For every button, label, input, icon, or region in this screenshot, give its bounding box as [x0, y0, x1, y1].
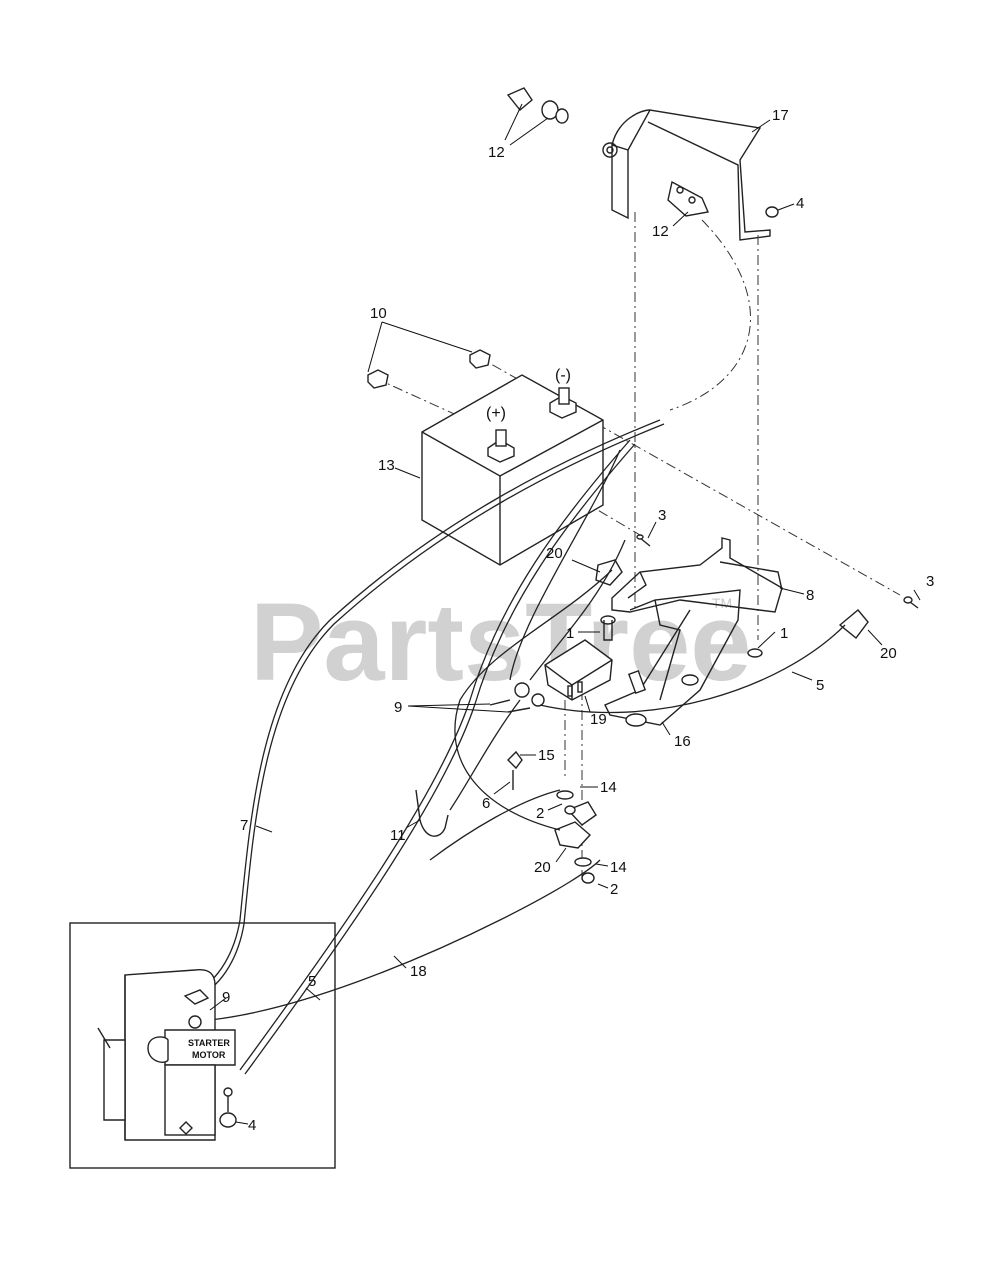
callout-14-lower: 14	[610, 859, 627, 876]
callout-19: 19	[590, 711, 607, 728]
callout-11: 11	[390, 827, 406, 844]
callout-4-top: 4	[796, 195, 804, 212]
carriage-bolts	[600, 615, 763, 658]
callout-numbers: 12 17 4 12 10 13 3 20 8 3 1 1 20 5 9 19 …	[222, 107, 934, 1134]
relay-module	[544, 639, 613, 701]
watermark-text: PartsTree	[250, 581, 751, 704]
callout-1-right: 1	[780, 625, 788, 642]
starter-motor-inset: STARTER MOTOR	[69, 922, 336, 1169]
callout-13: 13	[378, 457, 395, 474]
callout-7: 7	[240, 817, 248, 834]
callout-2-upper: 2	[536, 805, 544, 822]
positive-terminal-label: (+)	[486, 405, 506, 422]
callout-15: 15	[538, 747, 555, 764]
leader-lines	[209, 103, 921, 1125]
washers-and-nuts	[507, 682, 595, 884]
callout-10: 10	[370, 305, 387, 322]
negative-terminal-label: (-)	[555, 367, 571, 384]
callout-12-switch: 12	[652, 223, 669, 240]
watermark-trademark: TM	[712, 595, 732, 611]
key-switch-parts	[506, 87, 709, 217]
callout-17: 17	[772, 107, 789, 124]
callout-3-left: 3	[658, 507, 666, 524]
callout-12-top: 12	[488, 144, 505, 161]
callout-18: 18	[410, 963, 427, 980]
callout-20-lower: 20	[534, 859, 551, 876]
terminal-nuts	[367, 349, 491, 389]
hex-nut-starter	[219, 1112, 237, 1128]
callout-1-left: 1	[566, 625, 574, 642]
callout-5-starter: 5	[308, 973, 316, 990]
starter-label-line1: STARTER	[188, 1038, 230, 1048]
callout-2-lower: 2	[610, 881, 618, 898]
solenoid-bracket	[604, 589, 741, 727]
callout-20-upper: 20	[546, 545, 563, 562]
callout-3-right: 3	[926, 573, 934, 590]
support-bracket	[602, 109, 771, 241]
alignment-lines	[374, 212, 901, 880]
callout-5-upper: 5	[816, 677, 824, 694]
callout-20-right: 20	[880, 645, 897, 662]
battery: (+) (-)	[421, 367, 604, 566]
callout-16: 16	[674, 733, 691, 750]
callout-6: 6	[482, 795, 490, 812]
callout-9-upper: 9	[394, 699, 402, 716]
callout-4-starter: 4	[248, 1117, 256, 1134]
callout-8: 8	[806, 587, 814, 604]
terminal-screws	[636, 534, 919, 609]
starter-label-line2: MOTOR	[192, 1050, 226, 1060]
callout-14-upper: 14	[600, 779, 617, 796]
callout-9-starter: 9	[222, 989, 230, 1006]
hex-nut	[765, 206, 779, 218]
battery-tray	[611, 537, 783, 613]
